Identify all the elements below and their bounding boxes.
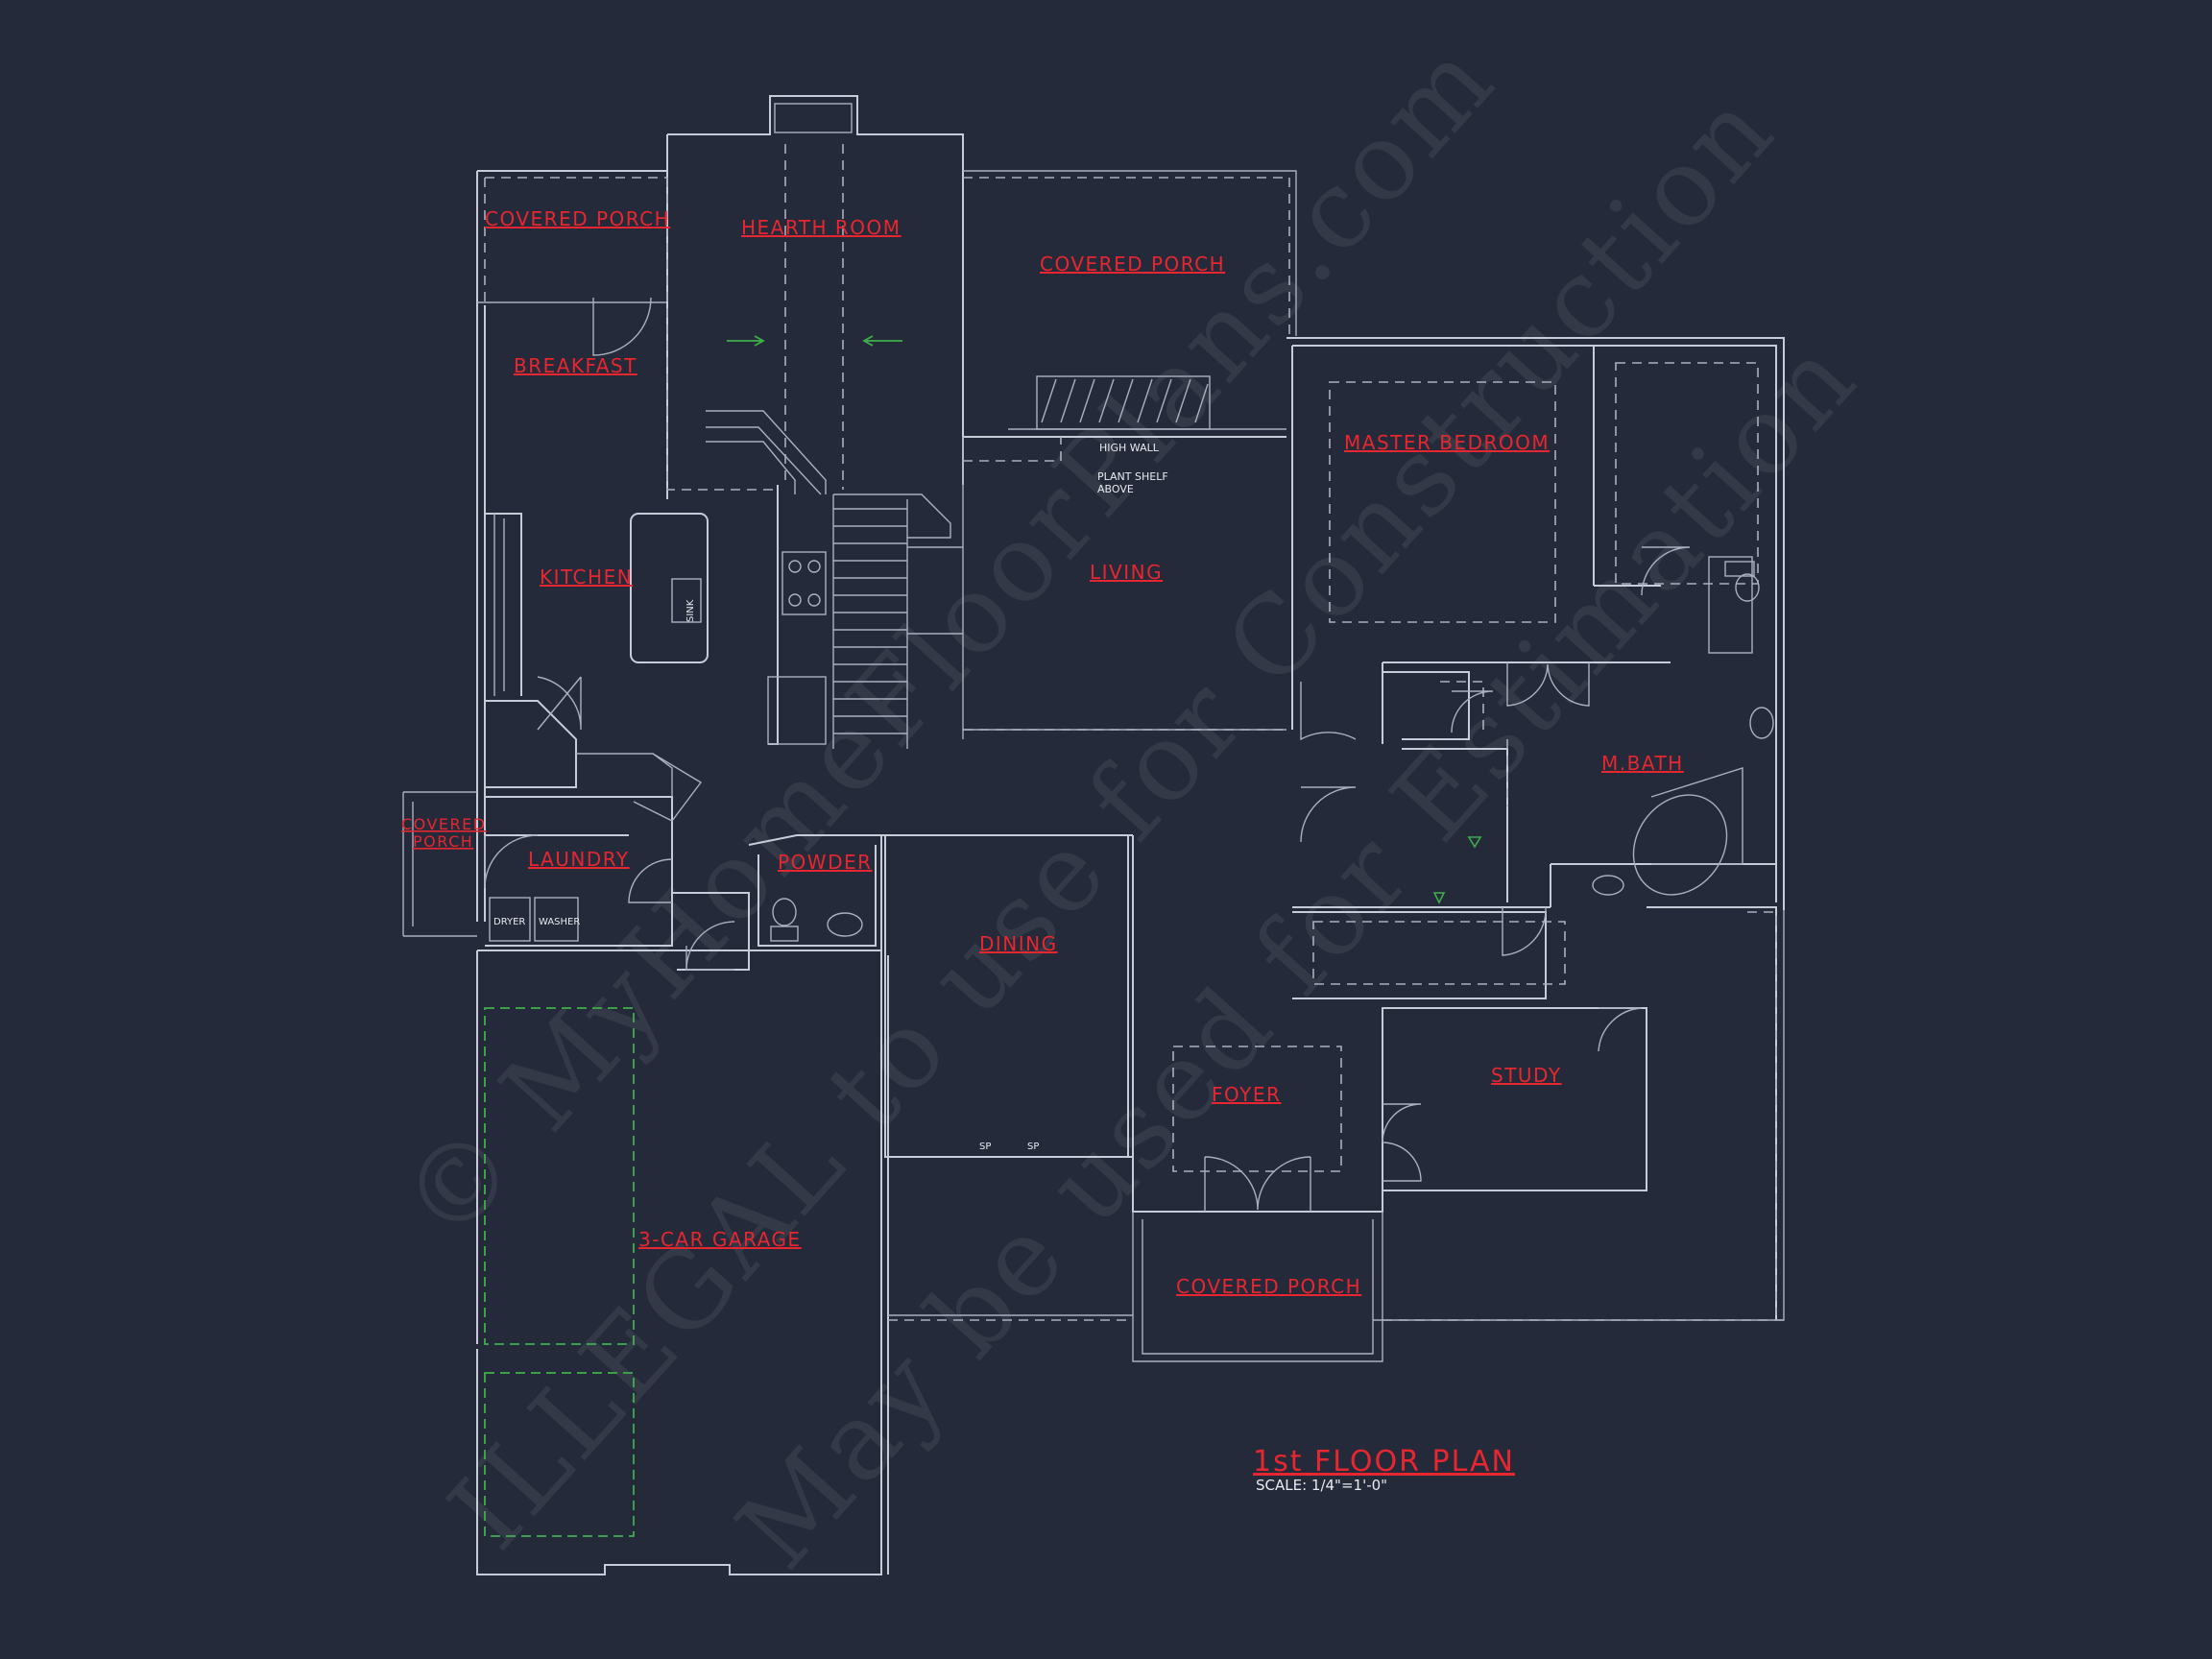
note-sp-2: SP [1027, 1142, 1039, 1152]
washer [534, 897, 579, 942]
title-block: 1st FLOOR PLAN SCALE: 1/4"=1'-0" [1253, 1445, 1515, 1494]
study-walls [1382, 1007, 1647, 1191]
chimney [774, 103, 853, 133]
note-washer: WASHER [539, 917, 580, 927]
plan-title: 1st FLOOR PLAN [1253, 1445, 1515, 1479]
label-covered-porch-s: COVERED PORCH [1176, 1275, 1361, 1298]
foyer-ceiling [1172, 1046, 1342, 1172]
label-covered-porch-w-line2: PORCH [413, 832, 473, 851]
note-plant-shelf-above: ABOVE [1097, 483, 1134, 495]
label-m-bath: M.BATH [1601, 752, 1684, 775]
garage-stall-1 [484, 1007, 635, 1345]
note-dryer: DRYER [493, 917, 525, 927]
garage-walls [476, 950, 882, 1575]
label-covered-porch-n: COVERED PORCH [1040, 252, 1225, 276]
stair-wall [768, 485, 779, 745]
label-breakfast: BREAKFAST [514, 354, 637, 377]
note-plant-shelf: PLANT SHELF [1097, 470, 1168, 483]
label-dining: DINING [979, 932, 1058, 955]
label-foyer: FOYER [1212, 1083, 1281, 1106]
walls [402, 95, 1785, 1575]
plan-scale: SCALE: 1/4"=1'-0" [1256, 1477, 1387, 1494]
bathtub [1632, 794, 1728, 896]
doors [484, 297, 1691, 1212]
label-powder: POWDER [778, 851, 873, 874]
label-covered-porch-nw: COVERED PORCH [485, 207, 670, 230]
label-living: LIVING [1090, 561, 1163, 584]
garage-stalls [484, 335, 1482, 1537]
label-hearth-room: HEARTH ROOM [741, 216, 902, 239]
note-sp-1: SP [979, 1142, 991, 1152]
notes: HIGH WALL PLANT SHELF ABOVE DRYER WASHER… [493, 442, 1168, 1152]
wc-room [1708, 556, 1753, 654]
label-laundry: LAUNDRY [528, 848, 630, 871]
kitchen-island [630, 513, 709, 663]
dashed-lines [484, 144, 1784, 1321]
room-labels: COVERED PORCH HEARTH ROOM COVERED PORCH … [401, 207, 1684, 1298]
label-master-bedroom: MASTER BEDROOM [1344, 431, 1550, 454]
garage-stall-2 [484, 1372, 635, 1537]
master-tray-ceiling [1329, 381, 1556, 623]
label-kitchen: KITCHEN [540, 565, 633, 589]
note-sink: SINK [685, 599, 696, 622]
dryer [489, 897, 531, 942]
note-high-wall: HIGH WALL [1099, 442, 1160, 454]
east-wall [1286, 337, 1785, 910]
label-covered-porch-w-line1: COVERED [401, 815, 487, 833]
cooktop [781, 551, 827, 615]
watermark-line-2: ILLEGAL to use for Construction [425, 67, 1798, 1573]
label-study: STUDY [1491, 1064, 1562, 1087]
label-garage: 3-CAR GARAGE [638, 1228, 802, 1251]
hearth-chimney-wall [667, 95, 964, 485]
